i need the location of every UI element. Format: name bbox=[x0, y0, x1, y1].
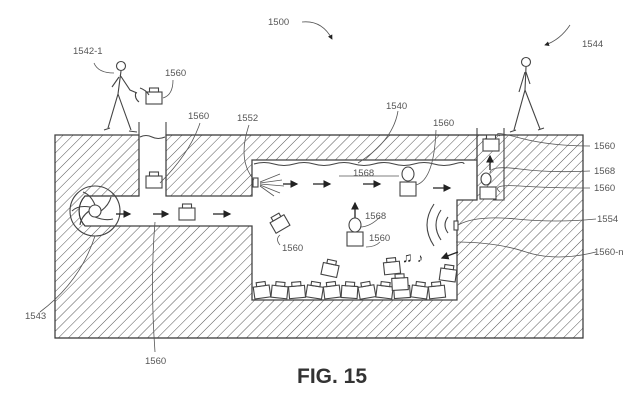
toy-block-icon bbox=[252, 280, 272, 300]
water-surface bbox=[253, 161, 465, 167]
toy-label: 1560 bbox=[594, 183, 615, 194]
pile-label: 1560-n bbox=[594, 247, 624, 258]
toy-block-icon bbox=[305, 280, 325, 300]
toy-label: 1560 bbox=[594, 141, 615, 152]
system-ref-label: 1500 bbox=[268, 17, 289, 28]
toy-block-icon bbox=[287, 280, 307, 300]
toy-pile bbox=[252, 256, 458, 300]
toy-label: 1560 bbox=[145, 356, 166, 367]
toy-block-icon bbox=[320, 258, 341, 279]
toy-block-icon bbox=[479, 186, 497, 200]
balloon-label: 1568 bbox=[353, 168, 374, 179]
toy-block-icon bbox=[410, 280, 430, 300]
toy-block-icon bbox=[390, 273, 409, 291]
person-walking-icon bbox=[509, 56, 545, 133]
user-left-label: 1542-1 bbox=[73, 46, 103, 57]
toy-block-icon bbox=[375, 280, 395, 300]
speaker-icon bbox=[453, 220, 459, 231]
toy-block-icon bbox=[340, 280, 359, 300]
toy-label: 1560 bbox=[369, 233, 390, 244]
balloon-icon bbox=[348, 166, 492, 233]
flow-arrow-icon bbox=[116, 154, 494, 218]
user-right-label: 1544 bbox=[582, 39, 603, 50]
toy-label: 1560 bbox=[188, 111, 209, 122]
leader-lines bbox=[39, 21, 597, 353]
water-label: 1540 bbox=[386, 101, 407, 112]
left-shaft-wall bbox=[138, 122, 167, 196]
toy-label: 1560 bbox=[433, 118, 454, 129]
toy-block-icon bbox=[178, 203, 196, 221]
toss-arrow bbox=[134, 87, 150, 103]
person-walking-icon bbox=[103, 60, 138, 133]
toy-block-icon bbox=[145, 171, 163, 189]
shaft-surface bbox=[139, 134, 166, 140]
toy-block-icon bbox=[346, 231, 364, 247]
balloon-label: 1568 bbox=[365, 211, 386, 222]
figure-title: FIG. 15 bbox=[297, 365, 367, 388]
toy-block-icon bbox=[382, 256, 402, 276]
toy-block-icon bbox=[438, 263, 458, 283]
music-notes-icon: ♫ ♪ bbox=[402, 249, 423, 265]
spray-icon bbox=[252, 173, 285, 197]
toy-block-icon bbox=[427, 280, 447, 300]
sprayer-label: 1552 bbox=[237, 113, 258, 124]
toy-block-icon bbox=[322, 280, 342, 300]
toy-block-icon bbox=[399, 181, 417, 197]
toy-block-icon bbox=[145, 87, 163, 105]
balloon-label: 1568 bbox=[594, 166, 615, 177]
svg-text:♫: ♫ bbox=[402, 249, 413, 265]
toy-label: 1560 bbox=[282, 243, 303, 254]
toy-block-icon bbox=[356, 280, 377, 300]
flow-arrow-icon bbox=[440, 251, 459, 260]
speaker-label: 1554 bbox=[597, 214, 618, 225]
fan-label: 1543 bbox=[25, 311, 46, 322]
sound-waves-icon bbox=[426, 203, 459, 247]
toy-block-icon bbox=[267, 210, 291, 234]
toy-block-icon bbox=[270, 280, 290, 300]
toy-label: 1560 bbox=[165, 68, 186, 79]
svg-text:♪: ♪ bbox=[417, 251, 423, 265]
right-shaft bbox=[476, 128, 505, 201]
